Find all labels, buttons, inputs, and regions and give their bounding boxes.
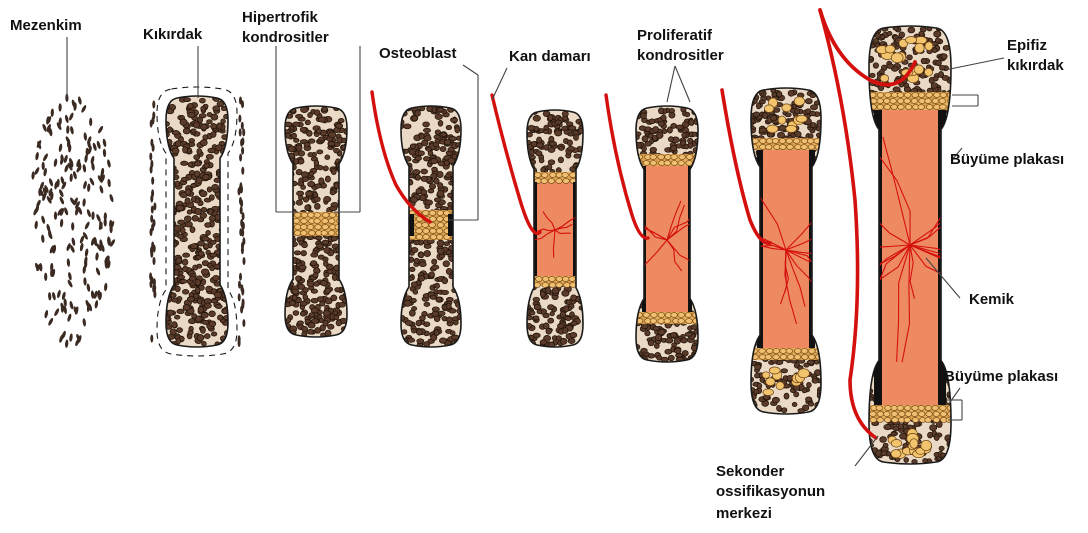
leader-line <box>492 68 507 100</box>
label-proliferative-1: Proliferatif <box>637 26 712 46</box>
label-growth-plate-bottom: Büyüme plakası <box>944 367 1058 387</box>
leader-line <box>945 58 1004 70</box>
stage-mature-bone <box>813 26 1008 465</box>
label-hypertrophic-1: Hipertrofik <box>242 8 318 28</box>
label-secondary-2: ossifikasyonun <box>716 482 825 502</box>
label-secondary-3: merkezi <box>716 504 772 524</box>
stage-mesenchyme <box>31 94 116 348</box>
label-growth-plate-top: Büyüme plakası <box>950 150 1064 170</box>
leader-line <box>675 66 690 102</box>
leader-line <box>667 66 675 102</box>
label-cartilage: Kıkırdak <box>143 25 202 45</box>
stage-growth-plates <box>722 87 860 414</box>
leader-line <box>463 65 478 75</box>
label-epiphyseal-1: Epifiz <box>1007 36 1047 56</box>
stage-osteoblast <box>398 106 466 347</box>
stage-cartilage-model <box>149 87 245 356</box>
label-epiphyseal-2: kıkırdak <box>1007 56 1064 76</box>
stage-hypertrophic <box>282 105 351 337</box>
label-bone: Kemik <box>969 290 1014 310</box>
blood-vessel-main <box>820 10 876 438</box>
label-blood-vessel: Kan damarı <box>509 47 591 67</box>
label-osteoblast: Osteoblast <box>379 44 457 64</box>
label-mesenchyme: Mezenkim <box>10 16 82 36</box>
label-hypertrophic-2: kondrositler <box>242 28 329 48</box>
label-secondary-1: Sekonder <box>716 462 784 482</box>
label-proliferative-2: kondrositler <box>637 46 724 66</box>
